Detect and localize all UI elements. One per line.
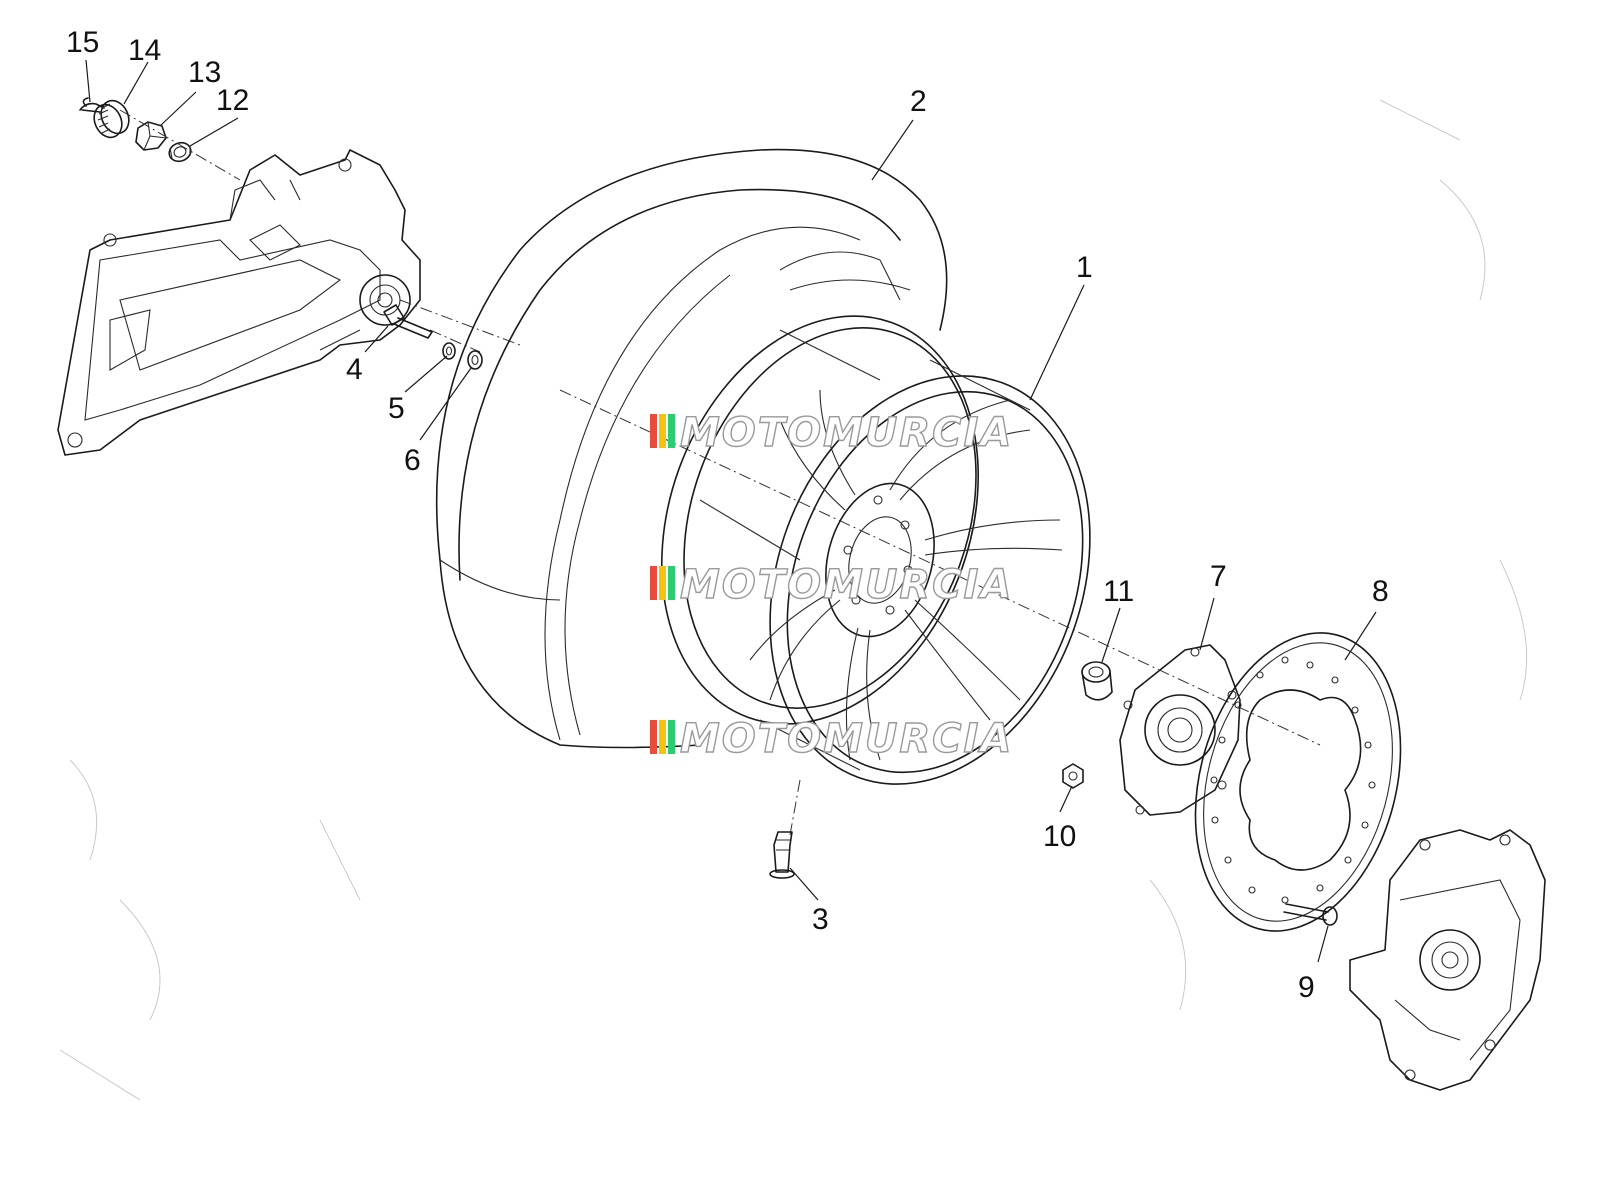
crankcase-cover xyxy=(1349,829,1546,1091)
callout-11: 11 xyxy=(1103,575,1134,608)
part-15-clip xyxy=(79,97,105,113)
leader-14 xyxy=(123,61,149,105)
leader-5 xyxy=(404,355,448,393)
leader-8 xyxy=(1344,611,1377,661)
watermark-text: MOTOMURCIA xyxy=(680,562,1013,608)
part-9-screw xyxy=(1283,903,1338,926)
watermark-stripe-red xyxy=(650,414,657,448)
leader-12 xyxy=(189,117,239,147)
callout-3: 3 xyxy=(812,903,829,936)
callout-12: 12 xyxy=(216,84,249,117)
leader-2 xyxy=(871,119,914,181)
callout-6: 6 xyxy=(404,444,421,477)
leader-4 xyxy=(364,325,389,353)
part-3-valve xyxy=(769,831,795,879)
watermark-3: MOTOMURCIA xyxy=(650,715,1013,763)
watermark-stripe-green xyxy=(668,720,675,754)
leader-9 xyxy=(1317,925,1329,963)
leader-15 xyxy=(85,59,91,103)
watermark-stripe-yellow xyxy=(659,414,666,448)
callout-15: 15 xyxy=(66,26,99,59)
background-sketch xyxy=(59,99,1528,1101)
callout-9: 9 xyxy=(1298,971,1315,1004)
callout-8: 8 xyxy=(1372,575,1389,608)
part-8-brake-disc xyxy=(1194,632,1402,932)
leader-1 xyxy=(1029,284,1085,401)
part-6-washer xyxy=(467,350,483,370)
part-5-washer xyxy=(442,342,456,360)
callout-14: 14 xyxy=(128,34,161,67)
leader-10 xyxy=(1059,785,1073,813)
watermark-stripe-green xyxy=(668,414,675,448)
callout-5: 5 xyxy=(388,392,405,425)
brake-disc-holes xyxy=(1210,656,1376,904)
callout-1: 1 xyxy=(1076,251,1093,284)
callout-2: 2 xyxy=(910,85,927,118)
leader-7 xyxy=(1199,597,1215,651)
watermark-stripe-yellow xyxy=(659,720,666,754)
part-10-nut xyxy=(1062,763,1084,789)
watermark-stripe-green xyxy=(668,566,675,600)
callout-labels: 1 2 3 4 5 6 7 8 9 10 11 12 13 14 15 xyxy=(66,26,1389,1004)
watermark-stripe-yellow xyxy=(659,566,666,600)
callout-7: 7 xyxy=(1210,560,1227,593)
swing-arm xyxy=(57,149,421,456)
part-12-bushing xyxy=(168,141,192,163)
part-7-hub-flange xyxy=(1119,644,1241,816)
callout-4: 4 xyxy=(346,353,363,386)
part-2-tyre xyxy=(435,148,948,749)
watermark-1: MOTOMURCIA xyxy=(650,409,1013,457)
leader-6 xyxy=(419,367,472,441)
watermark-text: MOTOMURCIA xyxy=(680,716,1013,762)
watermark-2: MOTOMURCIA xyxy=(650,561,1013,609)
callout-10: 10 xyxy=(1043,820,1076,853)
callout-13: 13 xyxy=(188,56,221,89)
part-4-bolt xyxy=(383,304,433,339)
leader-13 xyxy=(159,91,197,127)
watermark-text: MOTOMURCIA xyxy=(680,410,1013,456)
leader-3 xyxy=(789,867,819,901)
hub-bolt-holes xyxy=(843,495,913,615)
wheel-spokes xyxy=(749,389,1063,761)
leader-11 xyxy=(1101,607,1121,663)
part-14-gear-nut xyxy=(93,99,130,139)
part-11-spacer xyxy=(1081,661,1113,701)
leader-lines xyxy=(85,59,1377,963)
watermark-stripe-red xyxy=(650,720,657,754)
part-1-wheel-rim xyxy=(661,315,1091,785)
part-13-nut xyxy=(135,121,167,151)
watermark-stripe-red xyxy=(650,566,657,600)
